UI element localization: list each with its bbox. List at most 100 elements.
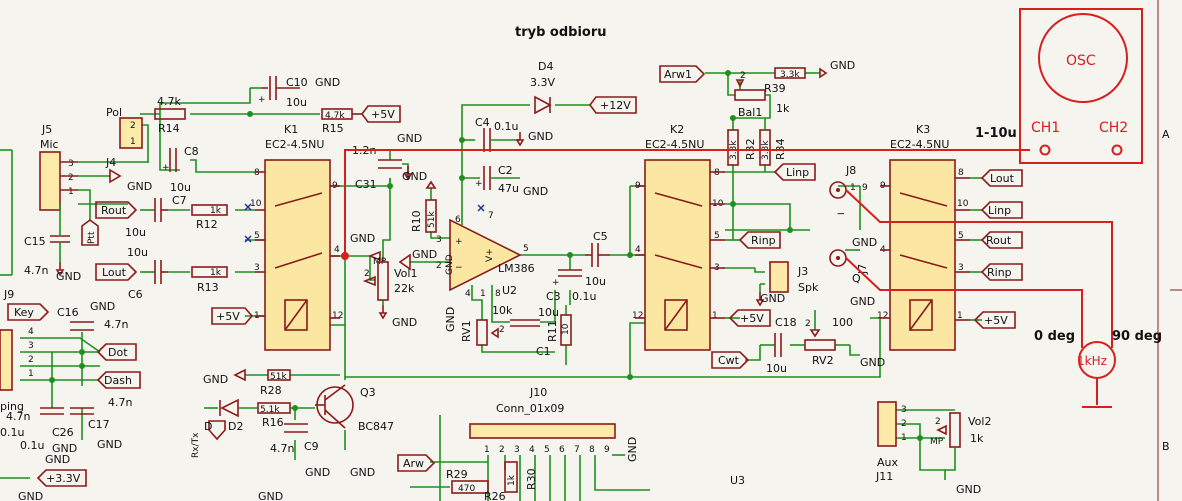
svg-text:Spk: Spk: [798, 281, 819, 294]
relay-k3: K3 EC2-4.5NU 8 9 10 5 4 3 1 12: [877, 123, 969, 351]
svg-text:3.3k: 3.3k: [780, 70, 800, 80]
border-row-a: A: [1162, 128, 1170, 141]
svg-text:R26: R26: [484, 490, 506, 501]
k1-pin-8: 8: [254, 168, 260, 178]
svg-text:GND: GND: [52, 442, 77, 455]
svg-text:J5: J5: [41, 123, 52, 136]
resistor-r12: 1k R12: [191, 204, 228, 231]
svg-text:8: 8: [495, 289, 501, 299]
svg-text:J8: J8: [845, 164, 856, 177]
svg-text:J9: J9: [3, 288, 14, 301]
transistor-q3: Q3 BC847 GND: [315, 384, 394, 479]
resistor-r11: 10 R11: [546, 314, 572, 346]
svg-text:R16: R16: [262, 416, 284, 429]
potentiometer-rv1: GND RV1 10k 2: [444, 304, 513, 346]
svg-text:Pol: Pol: [106, 106, 122, 119]
net-dash: Dash: [96, 371, 141, 389]
relay-k3-value: EC2-4.5NU: [890, 138, 949, 151]
svg-text:10: 10: [561, 323, 571, 335]
svg-text:Conn_01x09: Conn_01x09: [496, 402, 564, 415]
net-dot: Dot: [96, 343, 137, 361]
svg-text:3: 3: [28, 341, 34, 351]
capacitor-c15: C15 4.7n GND: [24, 204, 81, 283]
svg-text:+5V: +5V: [740, 312, 764, 325]
svg-text:C1: C1: [536, 345, 551, 358]
svg-text:+3.3V: +3.3V: [46, 472, 81, 485]
svg-text:GND: GND: [203, 373, 228, 386]
potentiometer-vol1: 2 Vol1 22k GND: [362, 261, 417, 329]
svg-text:GND: GND: [45, 453, 70, 466]
svg-text:C16: C16: [57, 306, 79, 319]
resistor-r10: 51k R10: [410, 180, 437, 233]
capacitor-c8: + C8 10u: [162, 145, 199, 194]
svg-text:GND: GND: [18, 490, 43, 501]
svg-text:GND: GND: [850, 295, 875, 308]
svg-text:1k: 1k: [210, 206, 222, 216]
svg-text:51k: 51k: [427, 211, 437, 228]
svg-text:Q: Q: [852, 272, 861, 285]
svg-text:2: 2: [364, 269, 370, 279]
svg-text:1k: 1k: [970, 432, 984, 445]
relay-k1: K1 EC2-4.5NU 8 9 10 5 4 3 1 12: [250, 123, 343, 351]
svg-text:4.7n: 4.7n: [104, 318, 128, 331]
svg-text:0.1u: 0.1u: [572, 290, 596, 303]
k3-pin-10: 10: [957, 199, 969, 209]
relay-k1-value: EC2-4.5NU: [265, 138, 324, 151]
k1-pin-10: 10: [250, 199, 262, 209]
k2-pin-5: 5: [714, 231, 720, 241]
svg-text:0.1u: 0.1u: [0, 426, 24, 439]
svg-text:6: 6: [559, 445, 565, 455]
svg-text:Lout: Lout: [990, 172, 1015, 185]
k3-pin-8: 8: [958, 168, 964, 178]
svg-text:2: 2: [28, 355, 34, 365]
resistor-r29: 470 R29: [446, 468, 489, 494]
svg-text:470: 470: [458, 484, 475, 494]
svg-text:C7: C7: [172, 194, 187, 207]
svg-text:C4: C4: [475, 116, 490, 129]
k2-pin-8: 8: [714, 168, 720, 178]
connector-j4: Pol J4 2 1: [105, 106, 143, 169]
svg-text:D: D: [204, 420, 212, 433]
connector-j9: J9 ping 4 3 2 1: [0, 288, 34, 413]
svg-text:2: 2: [740, 71, 746, 81]
svg-text:4.7n: 4.7n: [108, 396, 132, 409]
svg-text:+: +: [475, 179, 483, 189]
net-rout-left: Rout: [95, 201, 138, 219]
svg-text:Lout: Lout: [102, 266, 127, 279]
svg-text:+5V: +5V: [216, 310, 240, 323]
svg-text:2: 2: [499, 445, 505, 455]
svg-text:1: 1: [480, 289, 486, 299]
resistor-r28: GND 51k R28: [203, 368, 291, 397]
gnd-j5: GND: [109, 168, 152, 193]
k3-pin-5: 5: [958, 231, 964, 241]
net-5v-k2: +5V: [728, 309, 771, 327]
svg-text:Rx/Tx: Rx/Tx: [191, 432, 201, 458]
svg-text:Rinp: Rinp: [751, 234, 776, 247]
potentiometer-bal1: Bal1 1k 2: [734, 71, 790, 119]
svg-text:GND: GND: [350, 466, 375, 479]
svg-text:+5V: +5V: [371, 108, 395, 121]
svg-text:3: 3: [436, 235, 442, 245]
svg-text:C31: C31: [355, 178, 377, 191]
connector-j3: J3 Spk GND: [756, 261, 819, 306]
svg-text:U3: U3: [730, 474, 745, 487]
relay-k3-ref: K3: [916, 123, 930, 136]
svg-text:V+: V+: [485, 248, 495, 262]
svg-text:1: 1: [130, 137, 136, 147]
svg-text:10u: 10u: [125, 226, 146, 239]
net-linp-k3: Linp: [980, 201, 1023, 219]
k1-pin-12: 12: [332, 311, 343, 321]
svg-text:GND: GND: [830, 59, 855, 72]
svg-text:J7: J7: [856, 264, 869, 275]
k1-pin-3: 3: [254, 263, 260, 273]
svg-text:2: 2: [499, 325, 505, 335]
svg-text:10u: 10u: [127, 246, 148, 259]
connector-j10: J10 Conn_01x09 1 2 3 4 5 6 7 8 9 GND: [469, 386, 639, 462]
svg-text:+: +: [552, 278, 560, 288]
resistor-r14: 4.7k R14: [154, 95, 186, 135]
svg-text:C26: C26: [52, 426, 74, 439]
svg-text:10k: 10k: [492, 304, 513, 317]
svg-text:GND: GND: [860, 356, 885, 369]
svg-text:GND: GND: [127, 180, 152, 193]
